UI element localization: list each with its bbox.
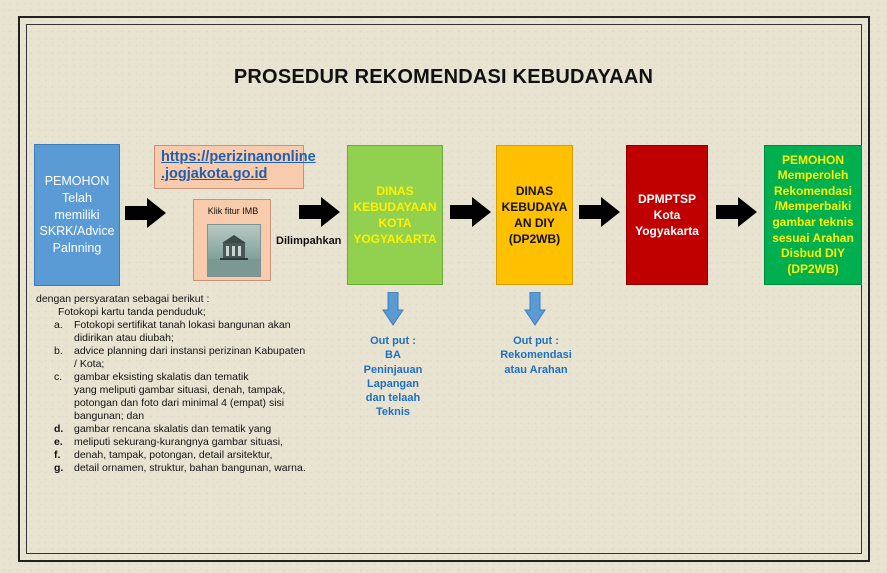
dinas-diy-line: KEBUDAYA <box>501 199 568 214</box>
hasil-line: Memperoleh <box>777 168 849 183</box>
outer-frame <box>18 16 870 562</box>
dinas-kota-line: YOGYAKARTA <box>353 232 437 247</box>
dinas-diy-line: (DP2WB) <box>508 232 561 247</box>
pemohon-line: PEMOHON <box>44 173 110 188</box>
item-marker: e. <box>54 436 63 448</box>
output1-line: Peninjauan <box>363 363 423 376</box>
imb-label: Klik fitur IMB <box>207 206 259 216</box>
pemohon-line: Telah <box>62 190 92 205</box>
dinas-kota-line: KOTA <box>378 216 412 230</box>
dpmptsp-line: Kota <box>653 207 681 222</box>
dinas-kebudayaan-kota-box: DINAS KEBUDAYAAN KOTA YOGYAKARTA <box>347 145 443 285</box>
dinas-kota-line: KEBUDAYAAN <box>353 199 437 214</box>
requirement-item: g. detail ornamen, struktur, bahan bangu… <box>36 462 336 475</box>
output2-line: atau Arahan <box>504 363 568 376</box>
requirements-ktp: Fotokopi kartu tanda penduduk; <box>58 306 206 318</box>
imb-building-image <box>207 224 261 277</box>
item-line: potongan dan foto dari minimal 4 (empat)… <box>74 397 285 409</box>
flow-arrow-4 <box>579 197 620 227</box>
url-box: https://perizinanonline.jogjakota.go.id <box>154 145 316 189</box>
hasil-line: (DP2WB) <box>787 261 839 276</box>
item-line: / Kota; <box>74 358 105 370</box>
output2-line: Rekomendasi <box>500 349 572 362</box>
requirement-item: c. gambar eksisting skalatis dan tematik… <box>36 371 336 423</box>
item-marker: c. <box>54 371 63 383</box>
output2-line: Out put : <box>513 335 559 347</box>
dpmptsp-line: Yogyakarta <box>635 224 699 239</box>
hasil-line: Rekomendasi <box>773 183 853 198</box>
requirement-item: b. advice planning dari instansi perizin… <box>36 345 336 371</box>
hasil-line: sesuai Arahan <box>772 230 854 245</box>
output1-line: Lapangan <box>367 377 419 390</box>
requirements-intro: dengan persyaratan sebagai berikut : <box>36 293 210 305</box>
hasil-line: gambar teknis <box>772 215 854 229</box>
inner-frame <box>26 24 862 554</box>
down-arrow-1 <box>382 292 404 326</box>
requirement-item: a. Fotokopi sertifikat tanah lokasi bang… <box>36 319 336 345</box>
output1-line: Teknis <box>375 406 411 419</box>
dinas-kota-line: DINAS <box>376 183 414 198</box>
requirement-item: e. meliputi sekurang-kurangnya gambar si… <box>36 436 336 449</box>
perizinan-url-link[interactable]: https://perizinanonline.jogjakota.go.id <box>161 149 316 183</box>
item-line: gambar rencana skalatis dan tematik yang <box>74 423 272 435</box>
pemohon-box: PEMOHON Telah memiliki SKRK/Advice Palnn… <box>34 144 120 286</box>
item-marker: b. <box>54 345 63 357</box>
item-line: meliputi sekurang-kurangnya gambar situa… <box>74 436 283 448</box>
item-line: Fotokopi sertifikat tanah lokasi banguna… <box>74 319 291 331</box>
dinas-kebudayaan-diy-box: DINAS KEBUDAYA AN DIY (DP2WB) <box>496 145 573 285</box>
output1-line: dan telaah <box>365 392 421 405</box>
flow-arrow-3 <box>450 197 491 227</box>
dpmptsp-box: DPMPTSP Kota Yogyakarta <box>626 145 708 285</box>
item-marker: f. <box>54 449 61 461</box>
pemohon-line: Palnning <box>52 241 102 256</box>
requirement-item: f. denah, tampak, potongan, detail arsit… <box>36 449 336 462</box>
item-line: gambar eksisting skalatis dan tematik <box>74 371 249 383</box>
item-marker: a. <box>54 319 63 331</box>
down-arrow-2 <box>524 292 546 326</box>
page-title: PROSEDUR REKOMENDASI KEBUDAYAAN <box>233 66 654 88</box>
item-line: didirikan atau diubah; <box>74 332 174 344</box>
item-marker: g. <box>54 462 64 474</box>
item-marker: d. <box>54 423 64 435</box>
item-line: advice planning dari instansi perizinan … <box>74 345 306 357</box>
hasil-line: PEMOHON <box>781 152 844 167</box>
item-line: detail ornamen, struktur, bahan bangunan… <box>74 462 306 474</box>
hasil-line: /Memperbaiki <box>774 199 852 214</box>
hasil-rekomendasi-box: PEMOHON Memperoleh Rekomendasi /Memperba… <box>764 145 862 285</box>
flow-arrow-2 <box>299 197 340 227</box>
flow-arrow-5 <box>716 197 757 227</box>
pemohon-line: SKRK/Advice <box>39 224 115 239</box>
dilimpahkan-label: Dilimpahkan <box>276 235 342 247</box>
dpmptsp-line: DPMPTSP <box>637 191 696 206</box>
hasil-line: Disbud DIY <box>780 246 845 261</box>
flow-arrow-1 <box>125 198 166 228</box>
item-line: bangunan; dan <box>74 410 145 422</box>
output1-line: Out put : <box>370 335 416 347</box>
pemohon-line: memiliki <box>54 207 100 222</box>
output1-line: BA <box>385 349 401 362</box>
imb-box[interactable]: Klik fitur IMB <box>193 199 271 281</box>
item-line: yang meliputi gambar situasi, denah, tam… <box>74 384 286 396</box>
dinas-diy-line: AN DIY <box>514 216 555 230</box>
output-ba-text: Out put : BA Peninjauan Lapangan dan tel… <box>343 334 443 420</box>
requirements-list: dengan persyaratan sebagai berikut : Fot… <box>36 293 336 475</box>
item-line: denah, tampak, potongan, detail arsitekt… <box>74 449 273 461</box>
output-rekomendasi-text: Out put : Rekomendasi atau Arahan <box>486 334 586 377</box>
requirement-item: d. gambar rencana skalatis dan tematik y… <box>36 423 336 436</box>
dinas-diy-line: DINAS <box>515 183 554 198</box>
